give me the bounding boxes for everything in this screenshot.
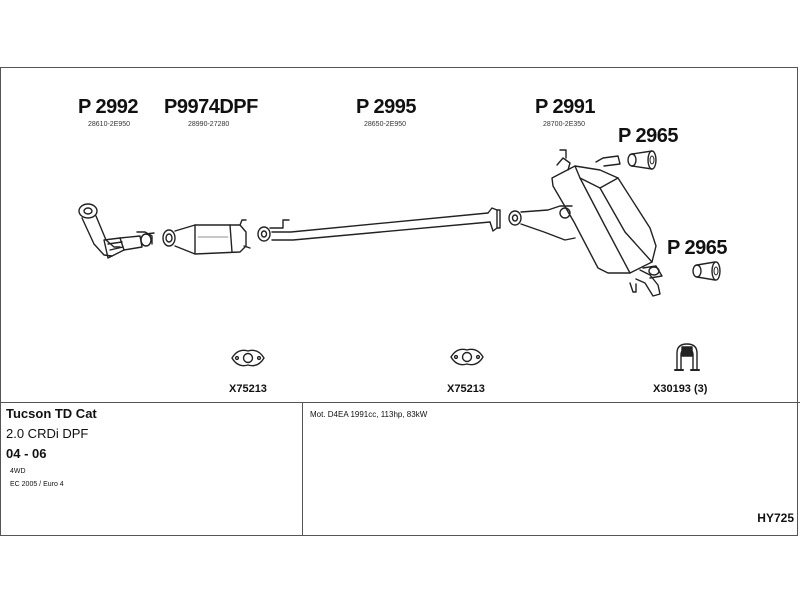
diagram-frame	[0, 67, 798, 536]
kit-code: HY725	[757, 511, 794, 525]
vehicle-years: 04 - 06	[6, 446, 47, 461]
table-divider-vertical	[302, 402, 303, 536]
clamp-icon	[674, 343, 700, 371]
clamp-label: X30193 (3)	[653, 383, 708, 395]
part-label-p2991: P 2991	[535, 96, 596, 118]
vehicle-emission-norm: EC 2005 / Euro 4	[10, 481, 64, 488]
oem-number-p2995: 28650-2E950	[364, 121, 407, 128]
dpf-unit	[162, 219, 251, 255]
gasket-label-1: X75213	[229, 383, 267, 395]
hanger-top	[627, 150, 657, 170]
part-label-p2965-top: P 2965	[618, 125, 679, 147]
vehicle-engine: 2.0 CRDi DPF	[6, 426, 89, 441]
hanger-bottom	[692, 261, 721, 281]
part-label-p9974dpf: P9974DPF	[164, 96, 258, 118]
middle-pipe	[257, 207, 501, 242]
gasket-icon-2	[450, 348, 484, 366]
oem-number-p9974dpf: 28990-27280	[188, 121, 230, 128]
oem-number-p2991: 28700-2E350	[543, 121, 586, 128]
part-label-p2995: P 2995	[356, 96, 417, 118]
gasket-icon-1	[231, 349, 265, 367]
table-divider-horizontal	[0, 402, 800, 403]
front-pipe	[78, 203, 155, 259]
motor-spec: Mot. D4EA 1991cc, 113hp, 83kW	[310, 410, 428, 419]
gasket-label-2: X75213	[447, 383, 485, 395]
rear-muffler	[508, 149, 663, 297]
vehicle-drive: 4WD	[10, 468, 26, 475]
oem-number-p2992: 28610-2E950	[88, 121, 131, 128]
part-label-p2965-bottom: P 2965	[667, 237, 728, 259]
part-label-p2992: P 2992	[78, 96, 139, 118]
vehicle-model: Tucson TD Cat	[6, 406, 97, 421]
